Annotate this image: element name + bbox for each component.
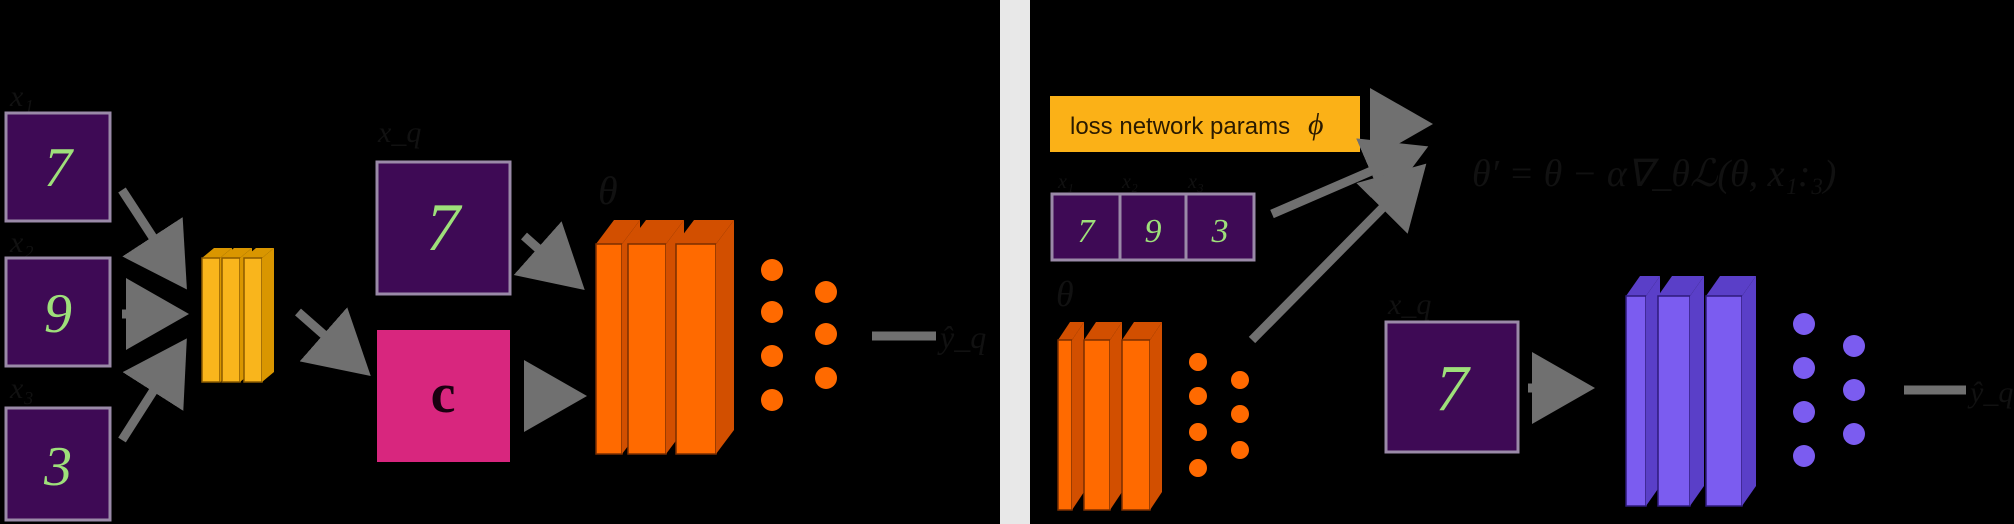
digit-tile-x1: 7 xyxy=(4,111,112,223)
arrow-query-classifier xyxy=(513,221,585,290)
adapted-network-neurons xyxy=(1793,313,1865,467)
loss-params-box: loss network params ϕ xyxy=(1050,96,1360,152)
right-panel: loss network params ϕ x₁ x₂ x₃ 7 9 3 θ xyxy=(1050,88,2013,511)
base-network-neurons xyxy=(1189,353,1249,477)
support-digit-1: 7 xyxy=(1078,213,1097,250)
arrow-x3-encoder xyxy=(118,338,187,443)
support-label-x1: x₁ xyxy=(1057,171,1074,193)
query-digit-glyph: 7 xyxy=(426,189,463,265)
right-query-digit-tile: 7 xyxy=(1384,320,1520,454)
query-digit-tile: 7 xyxy=(375,160,512,296)
base-param-label: θ xyxy=(1056,274,1074,314)
output-label-left: ŷ_q xyxy=(937,319,986,355)
input-label-x3: x₃ xyxy=(9,372,34,405)
support-label-x3: x₃ xyxy=(1187,171,1204,193)
digit-tile-x3: 3 xyxy=(4,406,112,522)
context-vector: c xyxy=(377,330,510,462)
right-query-label: x_q xyxy=(1387,288,1431,321)
base-network xyxy=(1057,322,1162,511)
input-label-x2: x₂ xyxy=(9,226,34,259)
set-encoder xyxy=(201,248,274,383)
arrow-support-update xyxy=(1270,138,1429,219)
output-label-right: ŷ_q xyxy=(1967,376,2013,409)
classifier-neurons xyxy=(761,259,837,411)
arrow-base-update xyxy=(1248,163,1427,344)
arrow-x1-encoder xyxy=(118,187,187,290)
left-panel: x₁ 7 x₂ 9 x₃ 3 xyxy=(4,80,986,522)
adapted-network xyxy=(1625,276,1756,507)
support-digit-3: 3 xyxy=(1211,213,1229,250)
loss-params-label: loss network params xyxy=(1070,113,1290,140)
query-label: x_q xyxy=(377,116,421,149)
panel-divider xyxy=(1000,0,1030,524)
right-query-digit-glyph: 7 xyxy=(1436,352,1472,425)
update-equation: θ′ = θ − α∇_θℒ(θ, x₁:₃) xyxy=(1472,153,1836,195)
input-label-x1: x₁ xyxy=(9,80,34,113)
support-digit-2: 9 xyxy=(1145,213,1162,250)
digit-glyph-x2: 9 xyxy=(44,283,72,345)
digit-glyph-x3: 3 xyxy=(43,436,72,498)
digit-tile-x2: 9 xyxy=(4,256,112,368)
context-label: c xyxy=(431,363,456,425)
classifier-network xyxy=(595,220,734,455)
support-set-strip: 7 9 3 xyxy=(1050,192,1256,262)
digit-glyph-x1: 7 xyxy=(44,137,74,199)
support-label-x2: x₂ xyxy=(1121,171,1138,193)
classifier-param-label: θ xyxy=(598,168,618,213)
loss-params-symbol: ϕ xyxy=(1308,108,1324,141)
arrow-encoder-context xyxy=(295,307,371,376)
